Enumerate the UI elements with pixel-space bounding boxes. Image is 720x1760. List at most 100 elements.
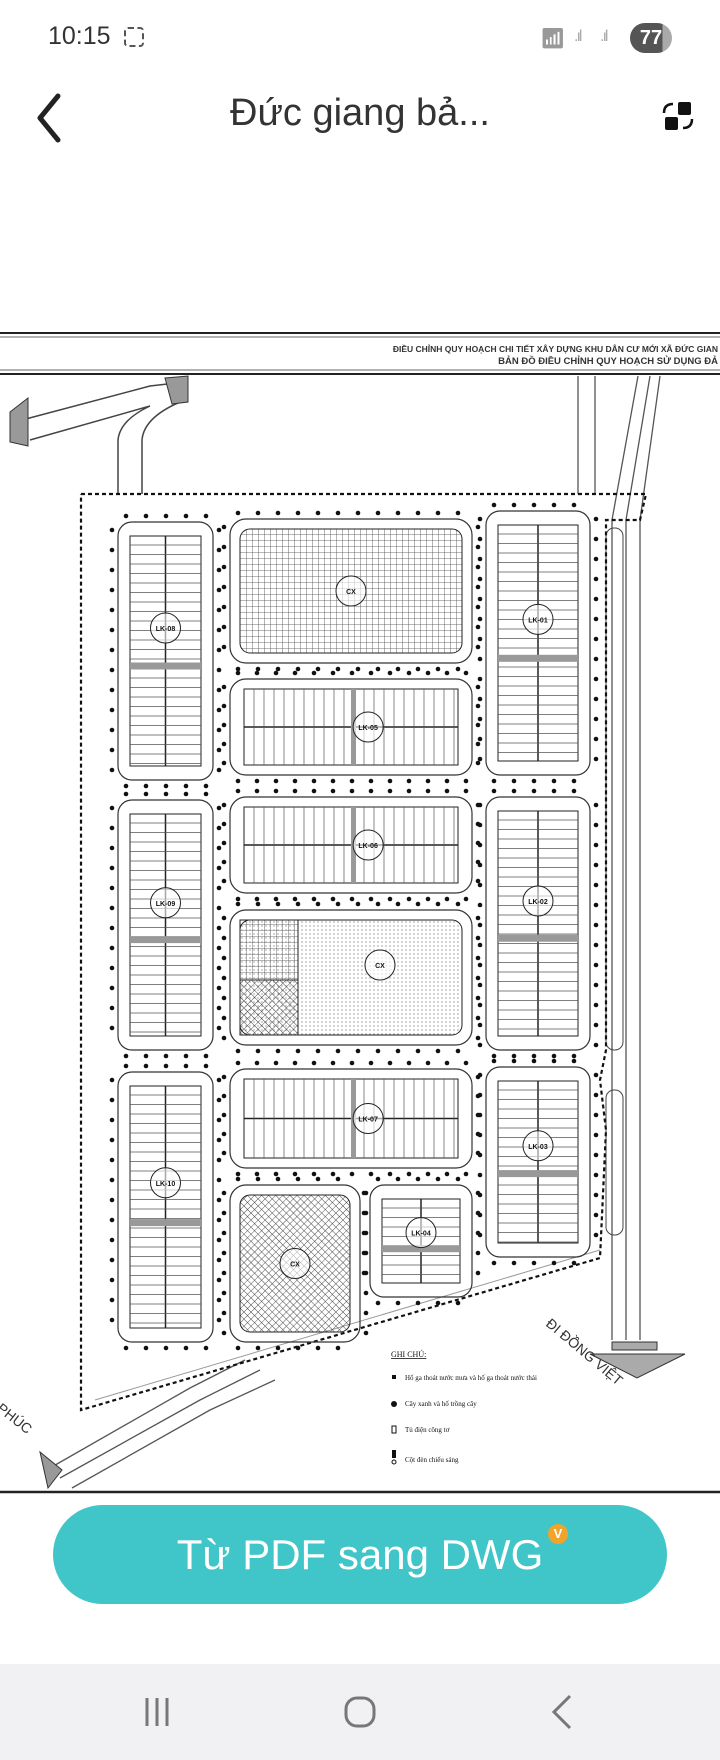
tree-dot xyxy=(109,647,115,653)
tree-dot xyxy=(221,1112,227,1118)
tree-dot xyxy=(475,859,481,865)
back-button[interactable] xyxy=(30,86,74,146)
tree-dot xyxy=(475,955,481,961)
block-label-circle xyxy=(150,612,181,644)
legend-item: Cây xanh và hố trồng cây xyxy=(405,1400,477,1408)
tree-dot xyxy=(254,896,260,902)
tree-dot xyxy=(123,783,129,789)
tree-dot xyxy=(395,666,401,672)
tree-dot xyxy=(273,896,279,902)
electric-cabinet-icon xyxy=(391,1425,397,1434)
tree-dot xyxy=(475,1230,481,1236)
tree-dot xyxy=(475,1093,481,1099)
tree-dot xyxy=(143,1345,149,1351)
tree-dot xyxy=(221,1230,227,1236)
tree-dot xyxy=(221,1210,227,1216)
tree-dot xyxy=(109,1157,115,1163)
tree-dot xyxy=(109,1197,115,1203)
tree-dot xyxy=(109,1117,115,1123)
tree-dot xyxy=(477,1022,483,1028)
pdf-drawing-view[interactable]: ĐIỀU CHỈNH QUY HOẠCH CHI TIẾT XÂY DỰNG K… xyxy=(0,325,720,1495)
tree-dot xyxy=(221,703,227,709)
tree-dot xyxy=(216,865,222,871)
tree-dot xyxy=(216,747,222,753)
tree-dot xyxy=(387,670,393,676)
tree-dot xyxy=(355,1048,361,1054)
tree-dot xyxy=(216,825,222,831)
tree-dot xyxy=(477,736,483,742)
tree-dot xyxy=(216,627,222,633)
tree-dot xyxy=(254,1060,260,1066)
tree-dot xyxy=(221,1015,227,1021)
tree-dot xyxy=(221,1290,227,1296)
tree-dot xyxy=(109,1237,115,1243)
tree-dot xyxy=(368,788,374,794)
tree-dot xyxy=(363,1310,369,1316)
tree-dot xyxy=(477,1002,483,1008)
tree-dot xyxy=(109,845,115,851)
tree-dot xyxy=(221,1093,227,1099)
park-block xyxy=(229,909,473,1046)
tree-dot xyxy=(511,788,517,794)
tree-dot xyxy=(123,1345,129,1351)
tree-dot xyxy=(203,783,209,789)
tree-dot xyxy=(275,901,281,907)
tree-dot xyxy=(375,510,381,516)
tree-dot xyxy=(221,741,227,747)
tree-dot xyxy=(425,896,431,902)
block-label-circle xyxy=(279,1248,311,1279)
tree-dot xyxy=(435,1300,441,1306)
tree-dot xyxy=(216,965,222,971)
tree-dot xyxy=(387,896,393,902)
tree-dot xyxy=(315,666,321,672)
tree-dot xyxy=(143,1063,149,1069)
tree-dot xyxy=(221,684,227,690)
tree-dot xyxy=(163,1053,169,1059)
tree-dot xyxy=(273,778,279,784)
tree-dot xyxy=(109,707,115,713)
tree-dot xyxy=(109,587,115,593)
tree-dot xyxy=(163,791,169,797)
tree-dot xyxy=(235,1176,241,1182)
legend: GHI CHÚ: Hố ga thoát nước mưa và hố ga t… xyxy=(391,1349,537,1465)
tree-dot xyxy=(221,1131,227,1137)
tree-dot xyxy=(183,783,189,789)
tree-dot xyxy=(183,791,189,797)
tree-dot xyxy=(349,788,355,794)
tree-dot xyxy=(109,1277,115,1283)
tree-dot xyxy=(593,596,599,602)
tree-dot xyxy=(477,616,483,622)
tree-dot xyxy=(593,882,599,888)
home-button[interactable] xyxy=(330,1684,390,1740)
status-bar: 10:15 📶︎ .ıl .ıl 77 xyxy=(0,0,720,76)
green-strip xyxy=(130,936,201,944)
swap-button[interactable] xyxy=(660,98,696,134)
tree-dot xyxy=(368,670,374,676)
block-label: LK-03 xyxy=(528,1144,548,1151)
tree-dot xyxy=(255,666,261,672)
tree-dot xyxy=(593,942,599,948)
block-label-circle xyxy=(522,885,554,917)
tree-dot xyxy=(292,778,298,784)
tree-dot xyxy=(255,510,261,516)
tree-dot xyxy=(355,666,361,672)
direction-label-left: PHÚC xyxy=(0,1400,35,1437)
tree-dot xyxy=(221,564,227,570)
tree-dot xyxy=(349,896,355,902)
tree-dot xyxy=(415,510,421,516)
tree-dot xyxy=(455,901,461,907)
tree-dot xyxy=(477,1042,483,1048)
back-nav-button[interactable] xyxy=(532,1684,592,1740)
tree-dot xyxy=(349,1060,355,1066)
tree-dot xyxy=(395,1300,401,1306)
tree-dot xyxy=(109,1097,115,1103)
tree-dot xyxy=(109,667,115,673)
pdf-to-dwg-button[interactable]: Từ PDF sang DWG xyxy=(53,1505,667,1604)
tree-dot xyxy=(511,1058,517,1064)
tree-dot xyxy=(477,716,483,722)
tree-dot xyxy=(221,544,227,550)
legend-title: GHI CHÚ: xyxy=(391,1349,426,1359)
recent-apps-button[interactable] xyxy=(127,1684,187,1740)
tree-dot xyxy=(311,896,317,902)
tree-dot xyxy=(355,901,361,907)
